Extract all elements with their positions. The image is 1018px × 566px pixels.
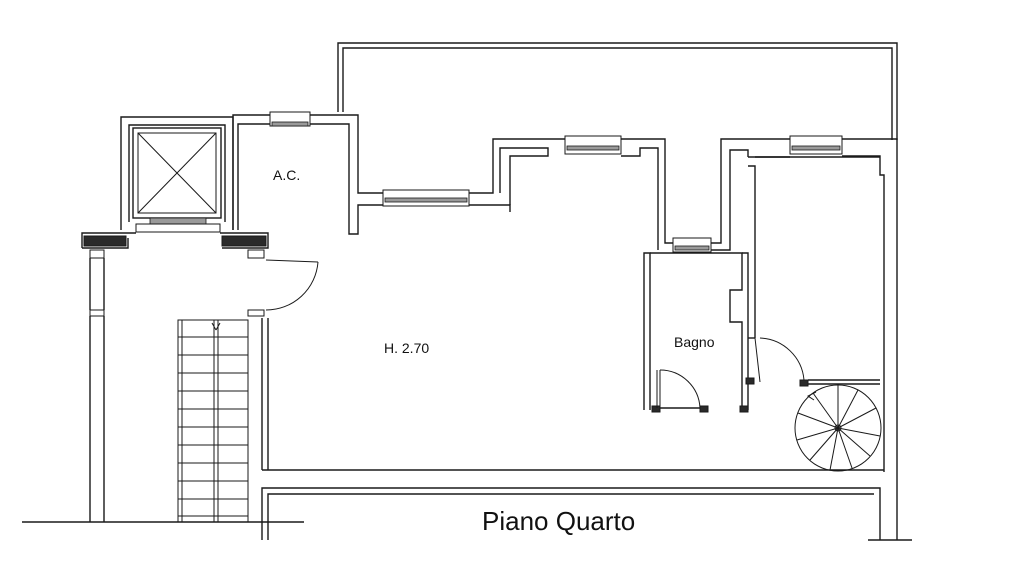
bathroom-door <box>659 369 701 409</box>
bedroom-door <box>754 337 805 383</box>
straight-staircase <box>177 319 249 523</box>
ac-room-label: A.C. <box>273 167 300 183</box>
ac-room-walls <box>232 111 383 235</box>
floor-title: Piano Quarto <box>482 506 635 536</box>
left-corridor-walls <box>22 258 304 523</box>
terrace-outline <box>337 42 898 140</box>
right-room-walls <box>745 135 898 540</box>
living-height-label: H. 2.70 <box>384 340 429 356</box>
living-area-walls <box>261 318 912 541</box>
bathroom-label: Bagno <box>674 334 715 350</box>
landing-walls <box>81 232 269 317</box>
elevator-cross-line <box>137 132 217 214</box>
bathroom-walls <box>643 138 790 413</box>
elevator-shaft <box>120 116 234 233</box>
top-wall-window <box>382 135 673 250</box>
spiral-staircase <box>794 384 882 472</box>
entrance-door <box>265 259 319 311</box>
